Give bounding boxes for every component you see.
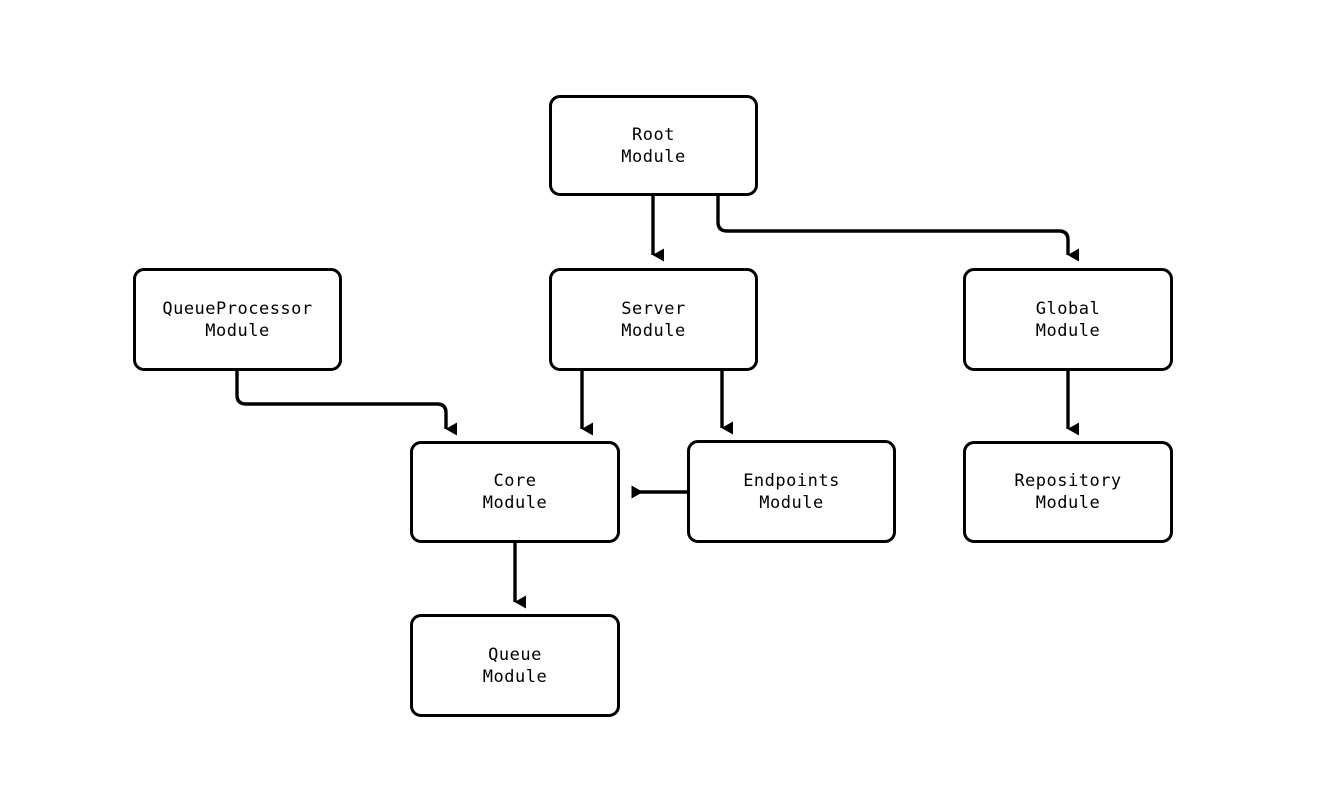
node-endpoints-label-line2: Module — [759, 492, 824, 513]
node-repository[interactable]: Repository Module — [963, 441, 1173, 543]
node-server[interactable]: Server Module — [549, 268, 758, 371]
node-root-label-line1: Root — [632, 124, 675, 145]
node-global[interactable]: Global Module — [963, 268, 1173, 371]
node-core-label-line2: Module — [482, 493, 548, 513]
node-global-label-line2: Module — [1035, 320, 1101, 341]
node-queueprocessor-label-line1: QueueProcessor — [162, 298, 313, 319]
node-queueprocessor-label-line2: Module — [205, 320, 270, 341]
node-queue-label-line2: Module — [482, 666, 548, 687]
node-repository-label-line1: Repository — [1014, 471, 1122, 491]
edge-root-to-global — [716, 196, 1079, 262]
node-queue-label-line1: Queue — [488, 644, 542, 665]
node-endpoints-label-line1: Endpoints — [743, 470, 840, 491]
edge-queueprocessor-to-core — [235, 371, 457, 436]
node-root[interactable]: Root Module — [549, 95, 758, 196]
node-endpoints[interactable]: Endpoints Module — [687, 440, 896, 543]
node-queue[interactable]: Queue Module — [410, 614, 620, 717]
node-queueprocessor[interactable]: QueueProcessor Module — [133, 268, 342, 371]
node-server-label-line2: Module — [621, 320, 686, 341]
node-core[interactable]: Core Module — [410, 441, 620, 543]
node-server-label-line1: Server — [621, 298, 686, 319]
node-repository-label-line2: Module — [1035, 493, 1101, 513]
node-core-label-line1: Core — [493, 471, 537, 491]
node-root-label-line2: Module — [621, 146, 686, 167]
node-global-label-line1: Global — [1035, 298, 1101, 319]
